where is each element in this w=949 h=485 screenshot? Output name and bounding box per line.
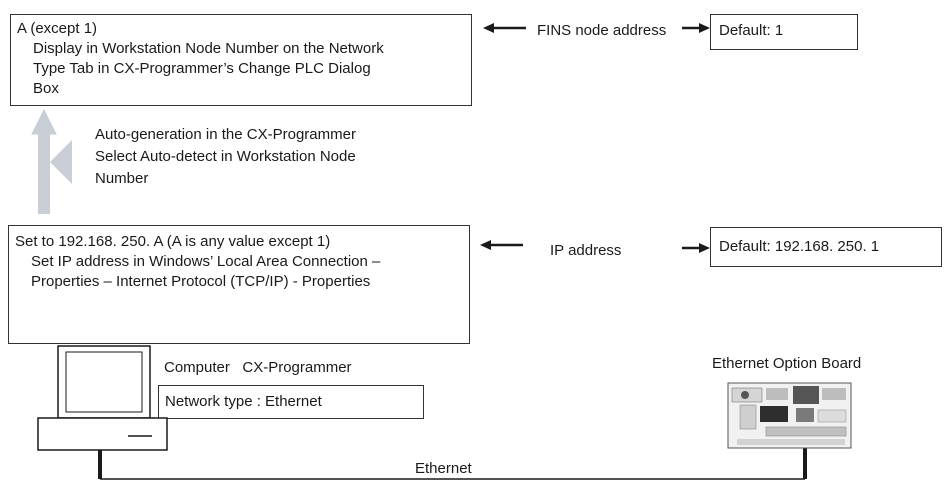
fins-box-title: A (except 1) — [17, 20, 98, 37]
fins-right-arrow — [682, 23, 710, 33]
ethernet-cable — [98, 420, 807, 480]
computer-label: Computer CX-Programmer — [164, 359, 352, 376]
fins-node-address-label: FINS node address — [537, 22, 667, 39]
fins-node-address-box: A (except 1) Display in Workstation Node… — [10, 14, 472, 106]
network-type-value: Network type : Ethernet — [165, 393, 322, 410]
fins-box-line2: Type Tab in CX-Programmer’s Change PLC D… — [33, 60, 371, 77]
ip-default-value: Default: 192.168. 250. 1 — [719, 238, 880, 255]
auto-generation-line2: Select Auto-detect in Workstation Node — [95, 148, 356, 165]
fins-box-line1: Display in Workstation Node Number on th… — [33, 40, 384, 57]
ip-right-arrow — [682, 243, 710, 253]
ip-default-box: Default: 192.168. 250. 1 — [710, 227, 942, 267]
ip-address-label: IP address — [550, 242, 622, 259]
computer-icon — [37, 345, 168, 451]
auto-generation-line1: Auto-generation in the CX-Programmer — [95, 126, 356, 143]
auto-generation-arrow — [31, 108, 72, 214]
plc-with-option-board — [727, 382, 852, 449]
fins-default-value: Default: 1 — [719, 22, 784, 39]
ip-box-title: Set to 192.168. 250. A (A is any value e… — [15, 233, 331, 250]
ip-box-line2: Properties – Internet Protocol (TCP/IP) … — [31, 273, 371, 290]
network-type-box: Network type : Ethernet — [158, 385, 424, 419]
fins-left-arrow — [483, 23, 526, 33]
fins-default-box: Default: 1 — [710, 14, 858, 50]
ip-left-arrow — [480, 240, 523, 250]
option-board-label: Ethernet Option Board — [712, 355, 862, 372]
fins-box-line3: Box — [33, 80, 59, 97]
auto-generation-line3: Number — [95, 170, 149, 187]
ip-address-box: Set to 192.168. 250. A (A is any value e… — [8, 225, 470, 344]
ethernet-label: Ethernet — [415, 460, 472, 477]
ip-box-line1: Set IP address in Windows’ Local Area Co… — [31, 253, 381, 270]
